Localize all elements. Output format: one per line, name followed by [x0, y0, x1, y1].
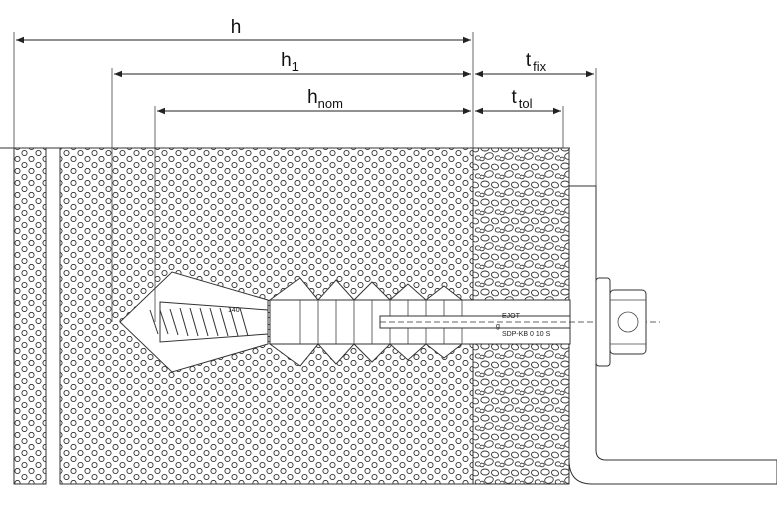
svg-text:hnom: hnom	[307, 87, 343, 111]
dimension-hnom: hnom	[157, 87, 471, 115]
sleeve-letter: g	[496, 323, 500, 330]
anchor-plug	[119, 271, 660, 373]
dimension-tfix-label: t	[526, 50, 532, 71]
extension-lines	[13, 32, 597, 322]
cone-marking: 140	[228, 307, 240, 314]
dimension-h: h	[16, 17, 471, 44]
dimension-h-label: h	[231, 17, 242, 38]
dimension-hnom-label: h	[307, 87, 318, 108]
dimension-h1: h1	[114, 50, 471, 78]
dimension-ttol-label: t	[511, 87, 517, 108]
dimension-h1-label: h	[281, 50, 292, 71]
screw-head	[595, 277, 647, 367]
fixture-bracket	[568, 185, 777, 485]
product-marking: SDP-KB 0 10 S	[502, 331, 551, 338]
svg-text:h1: h1	[281, 50, 299, 74]
brand-marking: EJOT	[502, 313, 521, 320]
svg-text:h: h	[231, 17, 242, 38]
base-material-left-strip	[13, 147, 47, 485]
